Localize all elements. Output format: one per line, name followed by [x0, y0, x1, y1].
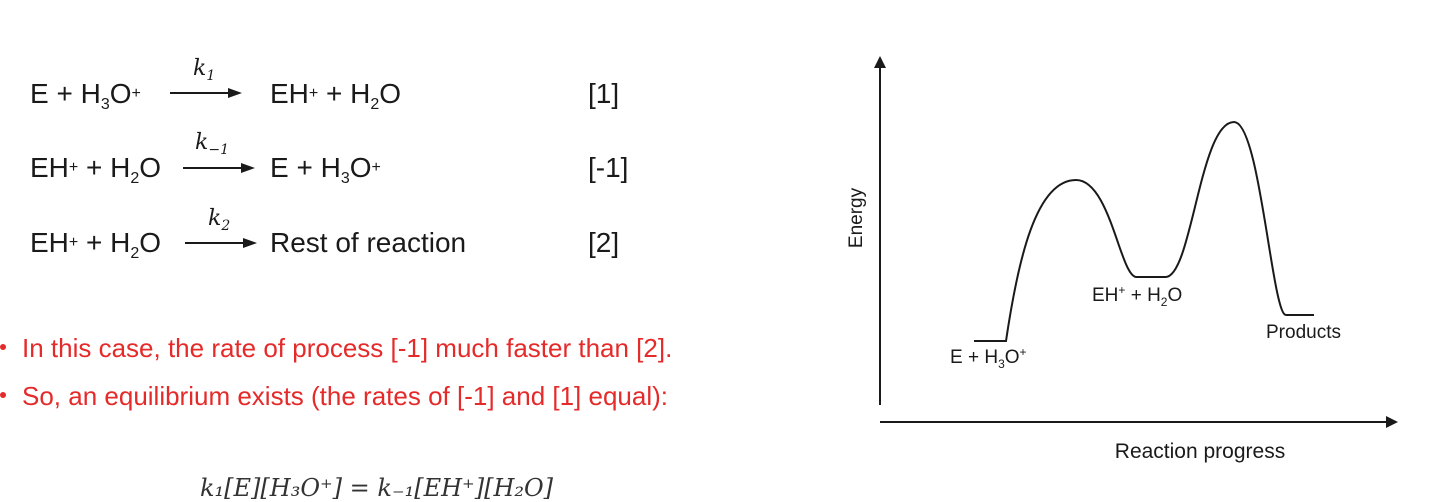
rate-constant-k-1: k−1	[195, 130, 229, 158]
equation-3-products: Rest of reaction	[270, 227, 467, 258]
equation-3-reactants: EH+ + H2O	[30, 227, 162, 262]
equation-2-products: E + H3O+	[270, 152, 381, 187]
equation-1-products: EH+ + H2O	[270, 78, 402, 113]
bullet-dot-icon	[0, 392, 6, 399]
intermediate-label: EH+ + H2O	[1092, 283, 1182, 309]
reaction-arrow-3	[185, 238, 257, 248]
reaction-arrow-2	[183, 163, 255, 173]
y-axis-arrow-icon	[874, 56, 886, 68]
equation-3-number: [2]	[588, 227, 620, 258]
equation-2-number: [-1]	[588, 152, 629, 183]
reaction-arrow-1	[170, 88, 242, 98]
equation-1-reactants: E + H3O+	[30, 78, 141, 113]
products-label: Products	[1266, 322, 1341, 343]
bullet-dot-icon	[0, 344, 6, 351]
equation-1-number: [1]	[588, 78, 620, 109]
rate-constant-k2: k2	[208, 206, 231, 234]
x-axis-label: Reaction progress	[1115, 440, 1285, 463]
rate-constant-k1: k1	[193, 56, 216, 84]
equation-2-reactants: EH+ + H2O	[30, 152, 162, 187]
energy-profile-diagram: Energy Reaction progress E + H3O+ EH+ + …	[846, 56, 1398, 463]
energy-curve	[974, 120, 1314, 342]
bullet-item-1: In this case, the rate of process [-1] m…	[0, 333, 672, 364]
x-axis-arrow-icon	[1386, 416, 1398, 428]
y-axis-label: Energy	[846, 187, 867, 248]
equilibrium-formula: k₁[E][H₃O⁺] = k₋₁[EH⁺][H₂O]	[200, 474, 554, 502]
reactant-label: E + H3O+	[950, 345, 1027, 371]
bullet-item-2: So, an equilibrium exists (the rates of …	[0, 381, 668, 412]
